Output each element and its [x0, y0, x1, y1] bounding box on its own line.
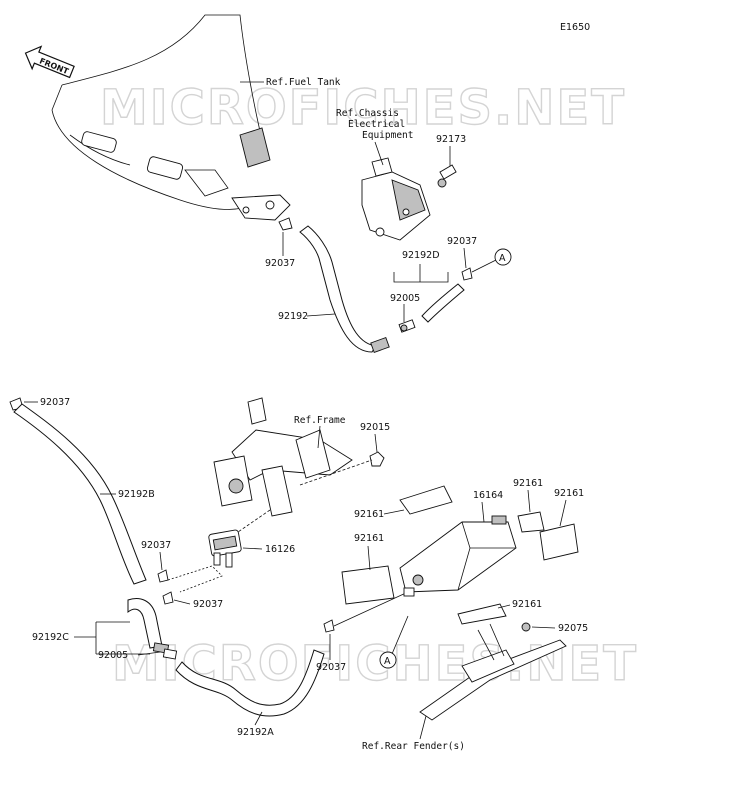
fuel-tank-seat-assembly: [51, 14, 291, 221]
clip-92037-top-right: [461, 267, 473, 281]
nut-92015: [369, 451, 385, 467]
ref-rear-fender-label: Ref.Rear Fender(s): [362, 741, 465, 752]
hose-92192B: [13, 403, 147, 585]
pad-92161-a: [399, 485, 453, 515]
part-92192A: 92192A: [237, 727, 274, 738]
part-92161-c: 92161: [554, 488, 584, 499]
canister-bracket: [419, 622, 567, 721]
pad-92161-d: [341, 565, 395, 605]
part-92037-e: 92037: [316, 662, 346, 673]
bolt-92173: [437, 164, 457, 188]
ref-chassis-line2: Electrical: [348, 119, 405, 130]
part-92037-top-right: 92037: [447, 236, 477, 247]
clip-92037-d: [162, 591, 174, 605]
part-92161-e: 92161: [512, 599, 542, 610]
part-92037-mid-left: 92037: [40, 397, 70, 408]
part-92173: 92173: [436, 134, 466, 145]
hose-92192C: [127, 598, 178, 660]
clip-92037-top-left: [278, 217, 293, 231]
clip-92037-c: [157, 569, 169, 583]
part-92192D: 92192D: [402, 250, 440, 261]
part-92037-c: 92037: [141, 540, 171, 551]
hose-92192D: [398, 283, 465, 333]
part-16126: 16126: [265, 544, 295, 555]
ref-fuel-tank-label: Ref.Fuel Tank: [266, 77, 341, 88]
pad-92161-e: [457, 603, 507, 625]
part-92161-b: 92161: [513, 478, 543, 489]
callout-a-top: [494, 248, 512, 266]
part-92037-d: 92037: [193, 599, 223, 610]
part-92075: 92075: [558, 623, 588, 634]
part-92161-d: 92161: [354, 533, 384, 544]
hose-92192A: [175, 649, 325, 717]
pad-92161-b: [517, 511, 545, 533]
grommet-92075: [521, 622, 531, 632]
valve-16126: [208, 529, 242, 568]
part-92192B: 92192B: [118, 489, 155, 500]
callout-a-top-label: A: [499, 253, 506, 264]
part-16164: 16164: [473, 490, 503, 501]
ref-frame-label: Ref.Frame: [294, 415, 346, 426]
diagram-code: E1650: [560, 22, 590, 33]
part-92005-bottom: 92005: [98, 650, 128, 661]
ref-chassis-line3: Equipment: [362, 130, 413, 141]
chassis-electrical-bracket: [361, 157, 431, 241]
watermark-top: MICROFICHES.NET: [100, 80, 626, 136]
part-92192: 92192: [278, 311, 308, 322]
canister-16164: [399, 515, 517, 597]
callout-a-bottom-label: A: [384, 656, 391, 667]
ref-chassis-line1: Ref.Chassis: [336, 108, 399, 119]
callout-a-bottom: [379, 651, 397, 669]
frame-bracket: [213, 397, 353, 517]
part-92015: 92015: [360, 422, 390, 433]
pad-92161-c: [539, 523, 579, 561]
part-92161-a: 92161: [354, 509, 384, 520]
part-92192C: 92192C: [32, 632, 69, 643]
front-arrow-icon: FRONT: [24, 45, 75, 79]
clip-92037-e: [323, 619, 335, 633]
hose-92192: [299, 225, 390, 354]
part-92005-top: 92005: [390, 293, 420, 304]
part-92037-top-left: 92037: [265, 258, 295, 269]
